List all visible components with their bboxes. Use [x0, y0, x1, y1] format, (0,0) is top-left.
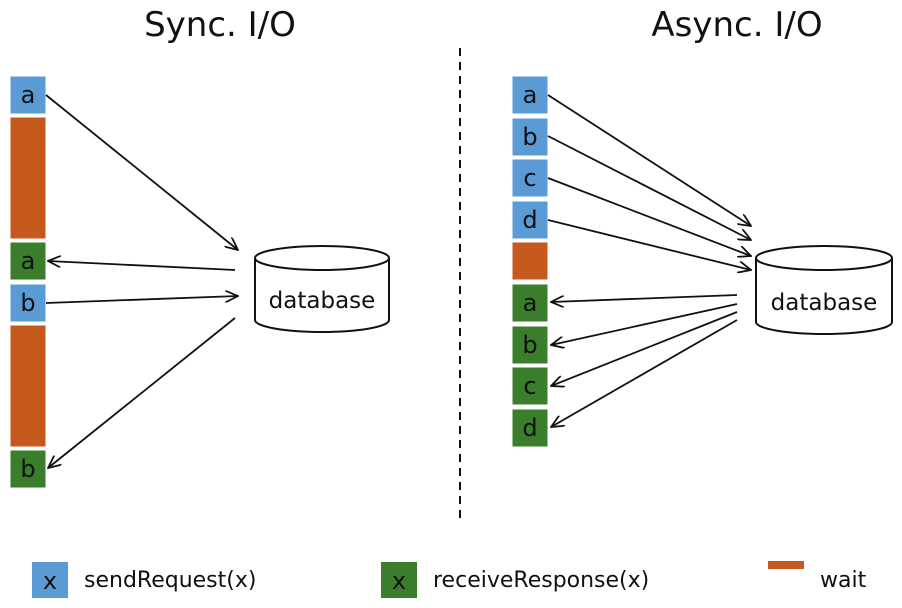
- async-box-receive-a-label: a: [523, 289, 538, 317]
- legend-send-swatch: [32, 562, 68, 598]
- async-box-wait: [511, 241, 549, 281]
- async-box-send-a: [511, 75, 549, 115]
- legend: x sendRequest(x) x receiveResponse(x) wa…: [32, 561, 867, 598]
- async-timeline: a b c d a b c d: [511, 75, 549, 448]
- async-box-receive-b: [511, 325, 549, 365]
- async-box-receive-b-label: b: [522, 331, 537, 359]
- async-box-send-b-label: b: [522, 123, 537, 151]
- async-box-send-b: [511, 117, 549, 157]
- async-arrow-send-a: [547, 94, 751, 226]
- async-database-top: [755, 245, 893, 271]
- async-box-send-c: [511, 158, 549, 198]
- async-database-label: database: [771, 290, 878, 316]
- sync-box-wait-1: [9, 116, 47, 240]
- async-box-send-a-label: a: [523, 81, 538, 109]
- async-box-receive-d: [511, 408, 549, 448]
- sync-arrows: [45, 94, 238, 468]
- async-box-send-d-label: d: [522, 206, 537, 234]
- sync-box-wait-2: [9, 324, 47, 448]
- async-box-receive-d-label: d: [522, 414, 537, 442]
- sync-database: database: [254, 245, 390, 333]
- legend-receive-symbol: x: [392, 567, 406, 595]
- sync-arrow-receive-a: [48, 261, 236, 271]
- async-arrow-send-d: [547, 219, 751, 270]
- sync-box-send-b: [9, 283, 47, 323]
- sync-box-receive-a-label: a: [21, 247, 36, 275]
- async-box-receive-c: [511, 366, 549, 406]
- async-title: Async. I/O: [651, 5, 822, 45]
- async-arrow-send-c: [547, 177, 751, 256]
- legend-wait-label: wait: [820, 568, 867, 593]
- sync-box-send-b-label: b: [20, 289, 35, 317]
- legend-send-symbol: x: [43, 567, 57, 595]
- async-box-send-c-label: c: [523, 164, 536, 192]
- async-box-receive-c-label: c: [523, 372, 536, 400]
- sync-title: Sync. I/O: [144, 5, 296, 45]
- async-arrows: [547, 94, 751, 427]
- async-arrow-receive-c: [551, 311, 738, 386]
- sync-box-receive-b-label: b: [20, 455, 35, 483]
- legend-receive-swatch: [381, 562, 417, 598]
- async-arrow-receive-b: [551, 303, 738, 345]
- legend-wait-swatch: [768, 561, 804, 569]
- sync-box-receive-b: [9, 449, 47, 489]
- sync-arrow-receive-b: [48, 317, 236, 468]
- sync-arrow-send-a: [45, 94, 238, 250]
- async-database: database: [755, 245, 893, 335]
- sync-box-receive-a: [9, 241, 47, 281]
- legend-send-label: sendRequest(x): [84, 568, 256, 593]
- sync-database-top: [254, 245, 390, 271]
- async-box-receive-a: [511, 283, 549, 323]
- sync-timeline: a a b b: [9, 75, 47, 489]
- sync-box-send-a-label: a: [21, 81, 36, 109]
- sync-database-label: database: [269, 288, 376, 314]
- async-arrow-receive-d: [551, 319, 738, 427]
- sync-database-cylinder: [254, 258, 390, 333]
- sync-arrow-send-b: [45, 296, 238, 304]
- async-arrow-send-b: [547, 135, 751, 240]
- sync-box-send-a: [9, 75, 47, 115]
- async-database-cylinder: [755, 258, 893, 335]
- legend-receive-label: receiveResponse(x): [433, 568, 649, 593]
- async-arrow-receive-a: [551, 294, 738, 302]
